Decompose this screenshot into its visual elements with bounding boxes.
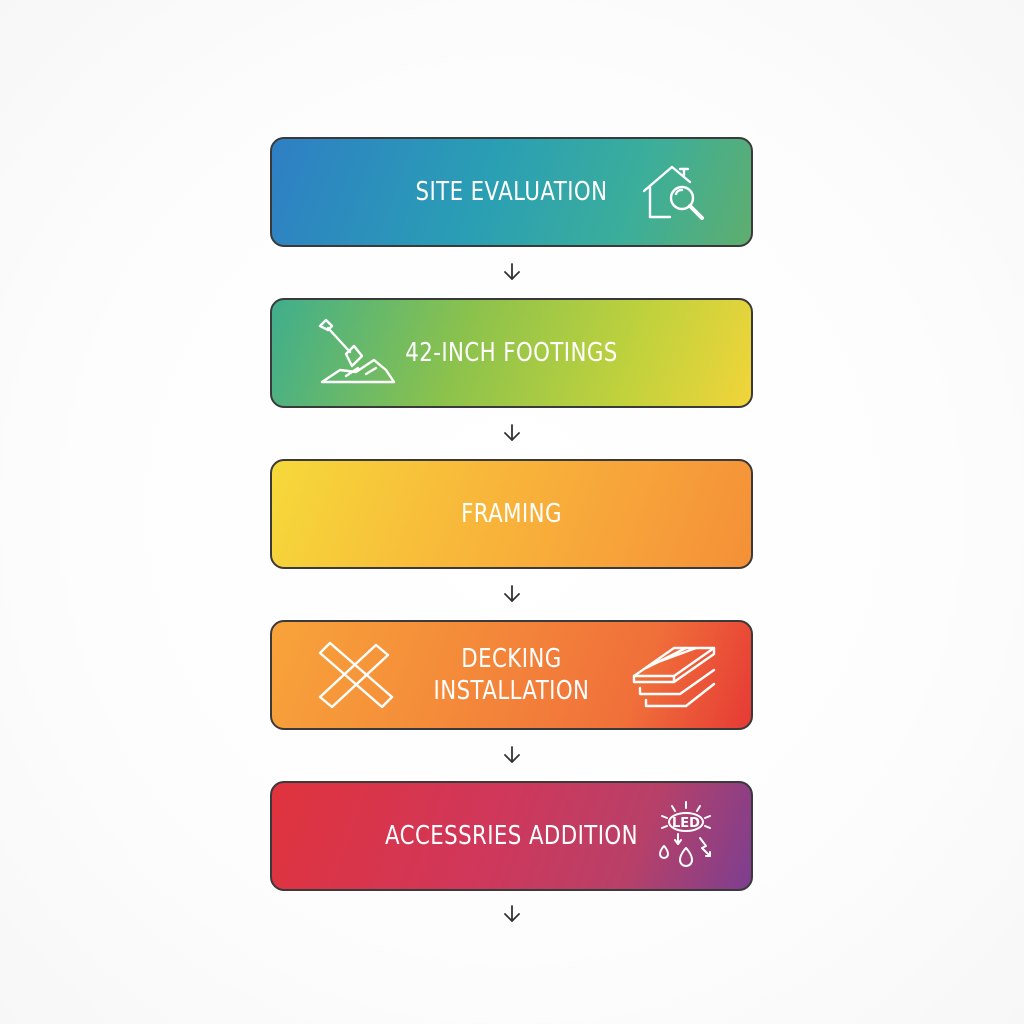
down-arrow-icon — [504, 263, 520, 280]
down-arrow-icon — [504, 585, 520, 602]
led-icon-text: LED — [672, 816, 700, 831]
stacked-planks-icon — [632, 646, 716, 708]
step-accessories-addition: ACCESSRIES ADDITION LED — [270, 781, 753, 891]
down-arrow-icon — [504, 905, 520, 922]
down-arrow-icon — [504, 424, 520, 441]
step-label: SITE EVALUATION — [315, 139, 708, 245]
step-framing: FRAMING — [270, 459, 753, 569]
step-label-text: 42-INCH FOOTINGS — [405, 338, 618, 368]
step-label-text: ACCESSRIES ADDITION — [385, 821, 638, 851]
step-label: DECKING INSTALLATION — [315, 622, 708, 728]
step-label: ACCESSRIES ADDITION — [315, 783, 708, 889]
step-label: FRAMING — [315, 461, 708, 567]
step-site-evaluation: SITE EVALUATION — [270, 137, 753, 247]
shovel-dirt-icon — [318, 318, 396, 384]
step-label-line1: DECKING — [461, 644, 562, 674]
step-label-line2: INSTALLATION — [433, 676, 590, 706]
house-search-icon — [642, 165, 704, 220]
led-light-icon: LED — [659, 801, 711, 867]
step-label: 42-INCH FOOTINGS — [315, 300, 708, 406]
crossed-beams-icon — [318, 641, 394, 709]
step-decking-installation: DECKING INSTALLATION — [270, 620, 753, 730]
step-label-text: FRAMING — [461, 499, 562, 529]
step-label-text: SITE EVALUATION — [415, 177, 608, 207]
step-footings: 42-INCH FOOTINGS — [270, 298, 753, 408]
down-arrow-icon — [504, 746, 520, 763]
